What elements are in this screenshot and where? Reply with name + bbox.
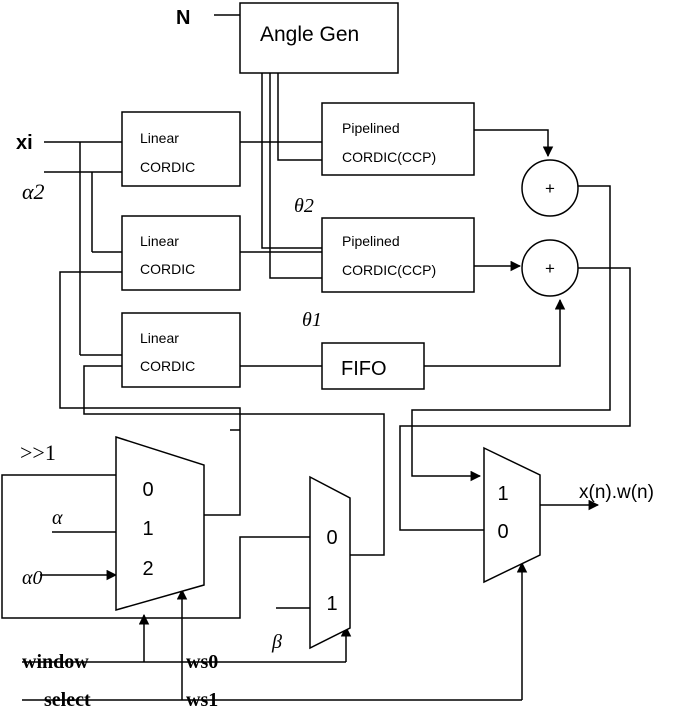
- mux-three-input: [115, 435, 205, 611]
- linear-cordic-2-line1: Linear: [140, 233, 179, 249]
- ws1-control-label: ws1: [186, 689, 218, 710]
- adder-2-symbol: +: [545, 259, 555, 278]
- pipelined-2-line1: Pipelined: [342, 233, 400, 249]
- linear-cordic-3-line2: CORDIC: [140, 358, 195, 374]
- output-label: x(n).w(n): [579, 482, 654, 503]
- shift-right-label: >>1: [20, 440, 56, 465]
- pipelined-cordic-block-2: [321, 217, 475, 293]
- linear-cordic-2-line2: CORDIC: [140, 261, 195, 277]
- mux3-port-0: 0: [142, 479, 153, 501]
- pipelined-cordic-block-1: [321, 102, 475, 176]
- angle-gen-block: [239, 2, 399, 74]
- fifo-block: [321, 342, 425, 390]
- mux-beta: [309, 475, 351, 650]
- alpha0-input-label: α0: [22, 567, 43, 589]
- mux3-port-1: 1: [142, 518, 153, 540]
- alpha-input-label: α: [52, 507, 63, 529]
- mux-beta-port-0: 0: [326, 527, 337, 549]
- alpha2-input-label: α2: [22, 179, 45, 204]
- linear-cordic-block-3: [121, 312, 241, 388]
- n-input-label: N: [176, 7, 190, 29]
- mux-beta-port-1: 1: [326, 593, 337, 615]
- linear-cordic-1-line1: Linear: [140, 130, 179, 146]
- mux-out-port-0: 0: [497, 521, 508, 543]
- window-control-label: window: [22, 651, 89, 673]
- mux-out-port-1: 1: [497, 483, 508, 505]
- adder-1-symbol: +: [545, 179, 555, 198]
- linear-cordic-block-2: [121, 215, 241, 291]
- mux-output: [483, 446, 541, 584]
- mux3-port-2: 2: [142, 558, 153, 580]
- fifo-label: FIFO: [341, 358, 387, 380]
- linear-cordic-3-line1: Linear: [140, 330, 179, 346]
- pipelined-2-line2: CORDIC(CCP): [342, 262, 436, 278]
- ws0-control-label: ws0: [186, 651, 218, 673]
- linear-cordic-block-1: [121, 111, 241, 187]
- theta1-label: θ1: [302, 309, 322, 331]
- adder-2: [521, 239, 579, 297]
- adder-1: [521, 159, 579, 217]
- angle-gen-label: Angle Gen: [260, 23, 359, 46]
- linear-cordic-1-line2: CORDIC: [140, 159, 195, 175]
- signal-wires: [1, 14, 631, 701]
- select-control-label: select: [44, 689, 91, 710]
- pipelined-1-line2: CORDIC(CCP): [342, 149, 436, 165]
- xi-input-label: xi: [16, 132, 33, 154]
- blocks: [115, 2, 579, 650]
- theta2-label: θ2: [294, 195, 314, 217]
- beta-input-label: β: [271, 631, 282, 653]
- pipelined-1-line1: Pipelined: [342, 120, 400, 136]
